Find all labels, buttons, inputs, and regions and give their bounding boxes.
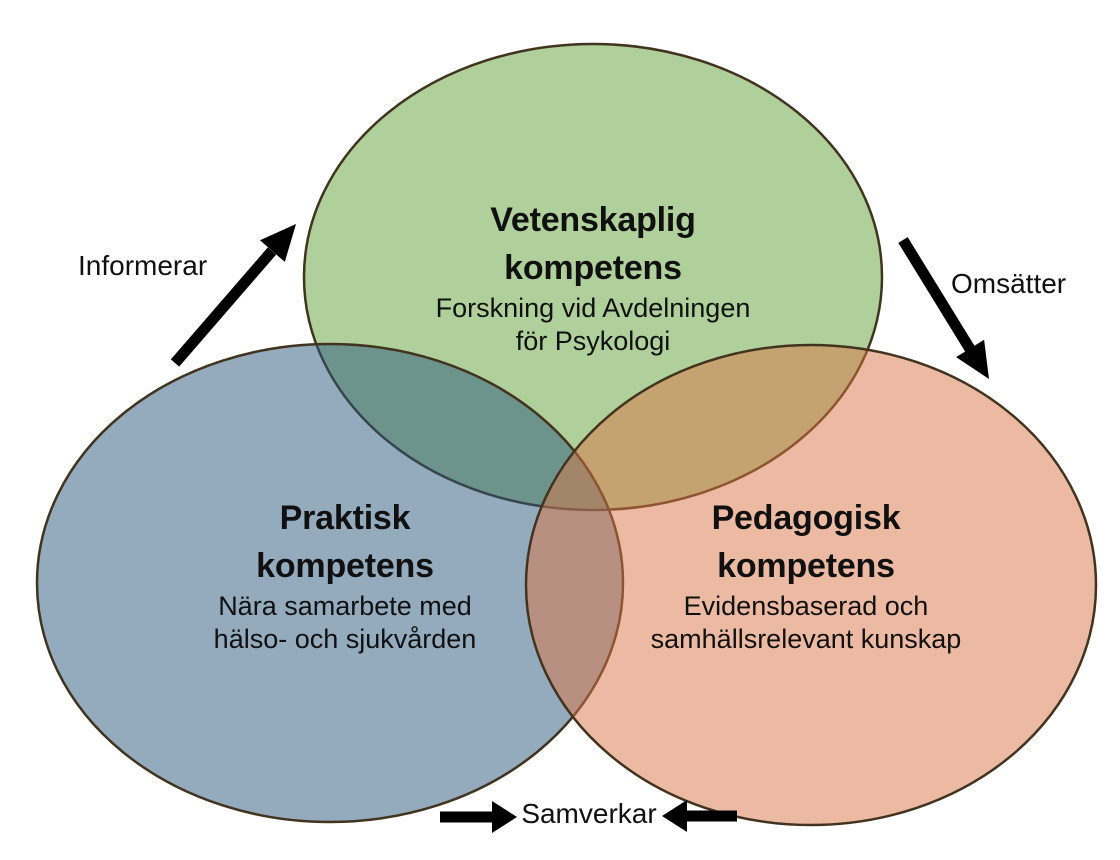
- omsatter-arrow-shaft: [898, 237, 975, 352]
- omsatter-label: Omsätter: [951, 268, 1067, 299]
- omsatter-arrow-head: [956, 339, 989, 379]
- science-subtitle-line1: Forskning vid Avdelningen: [435, 293, 751, 323]
- pedagogy-subtitle-line2: samhällsrelevant kunskap: [650, 624, 962, 654]
- samverkar-right-arrow-head: [662, 800, 687, 832]
- informerar-label: Informerar: [78, 250, 208, 281]
- science-subtitle-line2: för Psykologi: [515, 326, 671, 356]
- science-title-line1: Vetenskaplig: [490, 201, 696, 239]
- samverkar-label: Samverkar: [521, 798, 657, 829]
- practice-circle-label: Praktisk kompetens Nära samarbete med hä…: [115, 494, 575, 656]
- informerar-arrow-head: [260, 224, 296, 262]
- samverkar-arrows: [440, 800, 737, 833]
- practice-subtitle-line1: Nära samarbete med: [218, 591, 472, 621]
- samverkar-left-arrow-head: [492, 801, 517, 833]
- science-title-line2: kompetens: [504, 249, 682, 287]
- informerar-arrow: [170, 224, 296, 367]
- pedagogy-circle-label: Pedagogisk kompetens Evidensbaserad och …: [556, 494, 1056, 656]
- informerar-arrow-shaft: [170, 247, 277, 367]
- pedagogy-subtitle-line1: Evidensbaserad och: [683, 591, 929, 621]
- practice-subtitle-line2: hälso- och sjukvården: [213, 624, 477, 654]
- science-circle-label: Vetenskaplig kompetens Forskning vid Avd…: [333, 196, 853, 358]
- pedagogy-title-line2: kompetens: [717, 547, 895, 585]
- omsatter-arrow: [898, 237, 989, 379]
- pedagogy-title-line1: Pedagogisk: [711, 499, 901, 537]
- practice-title-line2: kompetens: [256, 547, 434, 585]
- practice-title-line1: Praktisk: [279, 499, 411, 537]
- pedagogy-circle: [524, 343, 1098, 827]
